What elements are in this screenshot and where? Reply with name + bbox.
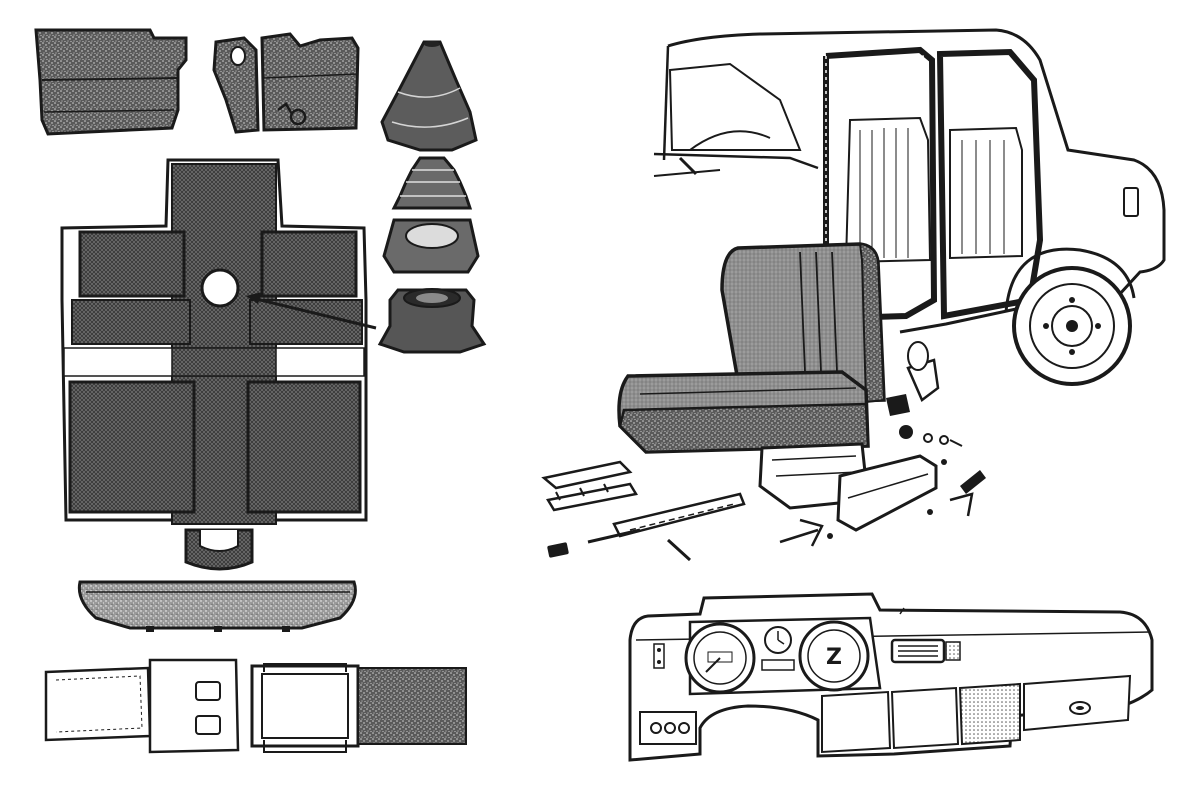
rear-door-mat [34,28,188,136]
front-bench-seat [617,242,886,510]
tachometer-digit: Z [826,645,842,670]
floor-carpet-set [60,158,377,525]
front-footwell-mats [212,32,360,134]
speedometer [684,622,756,694]
rear-parcel-shelf [77,580,357,632]
tunnel-end-piece [184,528,254,571]
gear-lever-bellows [391,156,473,210]
gear-lever-boot [380,40,478,152]
dashboard-assembly: Z [628,592,1154,762]
seat-belt-assembly [44,658,467,754]
clock [761,626,795,671]
gear-lever-base [377,288,487,354]
car-body-door-seals [653,28,1166,386]
gear-lever-housing [382,218,480,274]
tachometer: Z [798,620,870,692]
seat-rails-and-fittings [541,341,986,562]
